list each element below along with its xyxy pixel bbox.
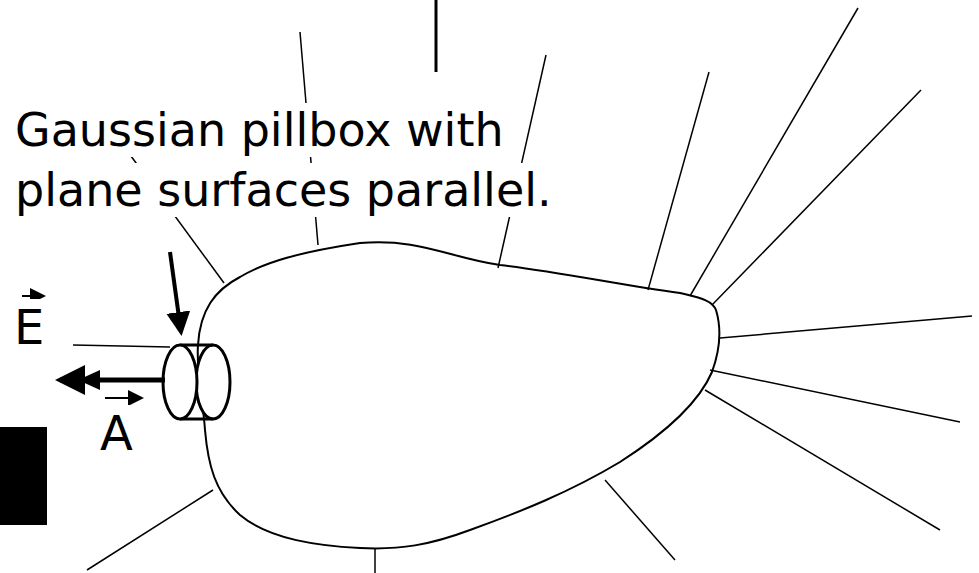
vector-label: A	[100, 404, 150, 462]
callout-label-text: Gaussian pillbox with plane surfaces par…	[15, 103, 552, 217]
field-line	[435, 0, 438, 72]
callout-label: Gaussian pillbox with plane surfaces par…	[15, 100, 575, 220]
vector-label-text: E	[14, 299, 44, 355]
callout-arrow	[170, 252, 181, 332]
vector-label: E	[14, 298, 64, 356]
vector-label-text: A	[100, 405, 133, 461]
black-block	[0, 427, 47, 525]
conductor-outline	[198, 242, 720, 548]
field-lines	[73, 8, 972, 573]
vector-overline	[105, 397, 142, 399]
field-vector-arrow	[60, 378, 165, 383]
gaussian-pillbox	[163, 345, 230, 419]
second-arrowhead	[78, 370, 100, 390]
vector-overline	[22, 295, 44, 297]
